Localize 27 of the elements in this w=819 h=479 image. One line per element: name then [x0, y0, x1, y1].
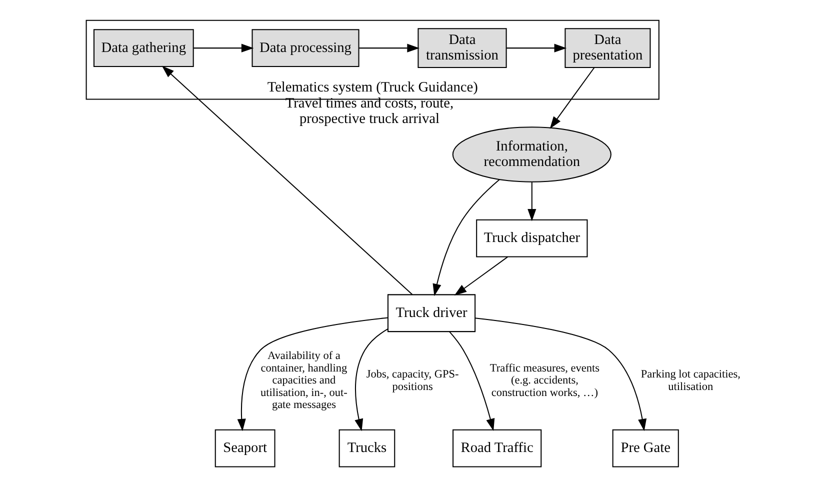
edge-label: Availability of a container, handling capacities and utilisation, in-, out-gate messages	[260, 350, 347, 412]
arrow	[506, 44, 566, 52]
edge-label: Traffic measures, events (e.g. accidents, construction works, …)	[489, 362, 600, 399]
arrow	[527, 182, 536, 222]
arrow	[354, 328, 388, 432]
edge-label: Jobs, capacity, GPS-positions	[366, 368, 458, 393]
arrow	[358, 44, 419, 52]
arrow	[193, 44, 254, 52]
node-ellipse: Information, recommendation	[452, 126, 611, 182]
node-box: Data presentation	[564, 28, 650, 68]
arrow	[448, 331, 494, 432]
node-box: Road Traffic	[452, 429, 542, 468]
edge-label: Parking lot capacities, utilisation	[640, 368, 740, 393]
node-box: Data processing	[251, 29, 359, 68]
node-box: Data gathering	[92, 29, 194, 68]
node-box: Truck driver	[386, 294, 476, 332]
node-box: Pre Gate	[612, 429, 678, 468]
arrow	[161, 66, 412, 295]
node-box: Data transmission	[417, 28, 506, 68]
node-box: Truck dispatcher	[476, 219, 588, 258]
arrow	[236, 317, 388, 432]
node-box: Trucks	[338, 429, 395, 468]
arrow	[432, 179, 500, 296]
arrow	[474, 318, 646, 432]
arrow	[549, 67, 594, 129]
node-box: Seaport	[214, 429, 275, 468]
arrow	[454, 256, 508, 296]
